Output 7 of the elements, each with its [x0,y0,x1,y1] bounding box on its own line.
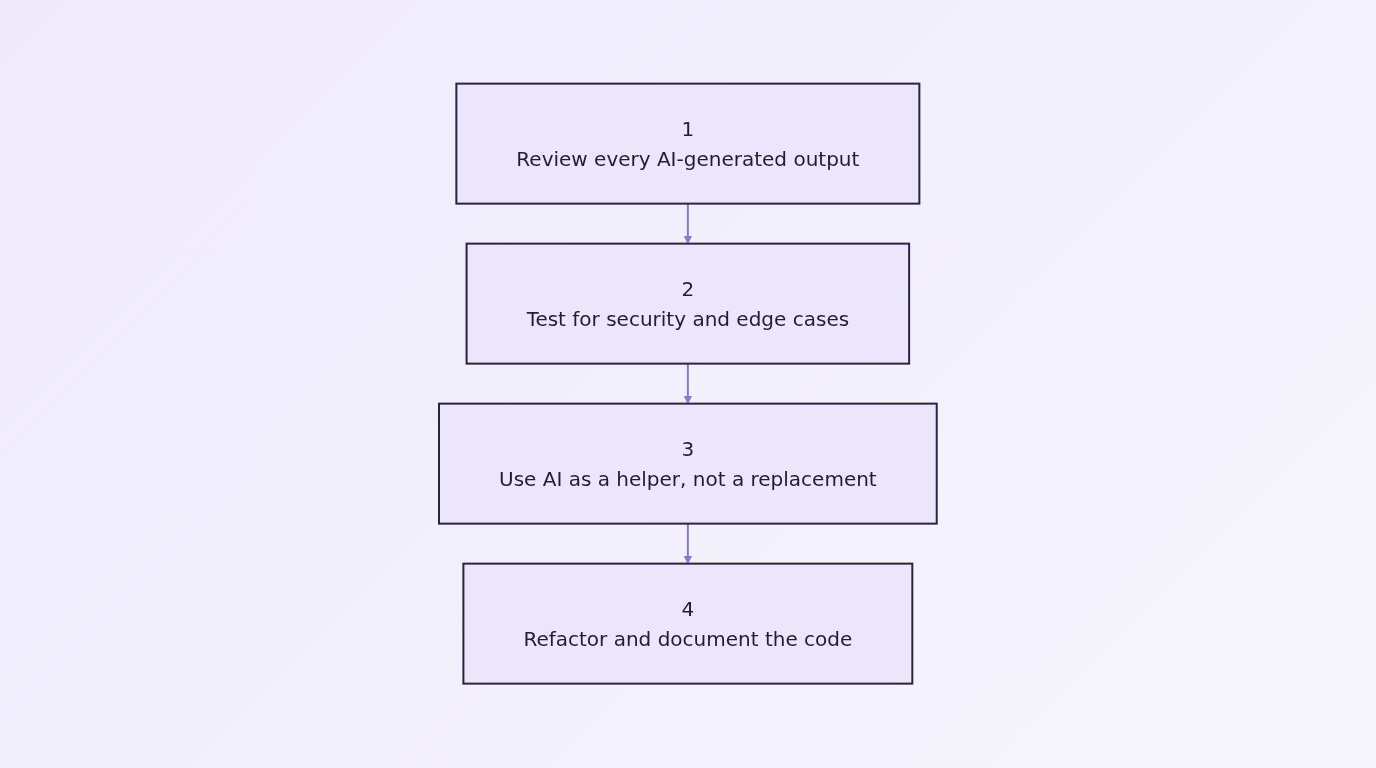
arrow [683,523,693,565]
arrow [683,363,693,405]
node-box: 1 Review every AI-generated output [455,83,921,205]
node-box: 4 Refactor and document the code [462,563,914,685]
node-box: 3 Use AI as a helper, not a replacement [438,403,938,525]
arrow [683,203,693,245]
node-box: 2 Test for security and edge cases [465,243,911,365]
